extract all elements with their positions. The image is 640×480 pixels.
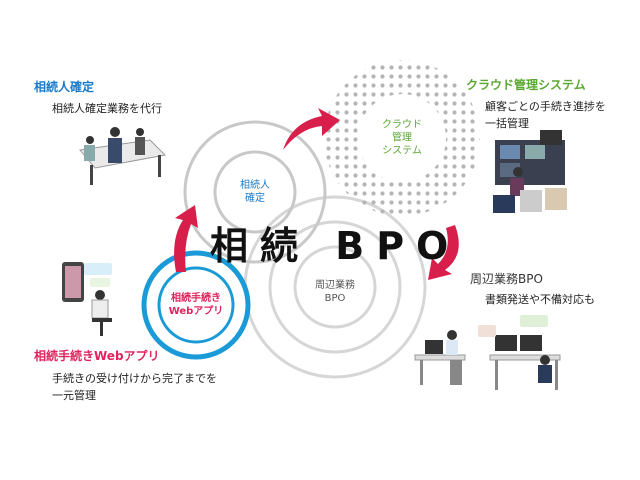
label-line: Webアプリ bbox=[168, 306, 224, 317]
cloud-heading: クラウド管理システム bbox=[466, 78, 586, 92]
label-line: 相続人 bbox=[240, 180, 270, 191]
cloud-dotted-ring bbox=[324, 60, 480, 216]
label-line: 管理 bbox=[392, 132, 412, 144]
label-line: クラウド bbox=[382, 119, 422, 131]
label-line: BPO bbox=[324, 293, 346, 304]
heir-desc: 相続人確定業務を代行 bbox=[52, 102, 162, 115]
webapp-desc-2: 一元管理 bbox=[52, 389, 96, 402]
cloud-desc-1: 顧客ごとの手続き進捗を bbox=[485, 100, 606, 113]
webapp-desc-1: 手続きの受け付けから完了までを bbox=[52, 372, 217, 385]
main-title: 相続 BPO bbox=[210, 224, 461, 268]
label-line: 確定 bbox=[245, 193, 265, 204]
illustration-heir-meeting bbox=[79, 127, 167, 185]
arrow-icon bbox=[283, 108, 340, 150]
arrow-icon bbox=[428, 225, 459, 280]
illustration-webapp-user bbox=[62, 262, 112, 336]
peripheral-rings bbox=[243, 195, 427, 379]
heir-heading: 相続人確定 bbox=[34, 80, 95, 94]
circle-label-webapp: 相続手続き Webアプリ bbox=[169, 292, 224, 318]
circle-label-heir: 相続人確定 bbox=[240, 179, 270, 205]
circle-label-peripheral: 周辺業務 BPO bbox=[315, 279, 355, 305]
peripheral-heading: 周辺業務BPO bbox=[470, 272, 543, 286]
label-line: システム bbox=[382, 145, 422, 157]
webapp-rings bbox=[141, 250, 251, 360]
label-line: 周辺業務 bbox=[315, 280, 355, 291]
webapp-heading: 相続手続きWebアプリ bbox=[34, 349, 160, 363]
cloud-desc-2: 一括管理 bbox=[485, 117, 529, 130]
illustration-peripheral-office bbox=[414, 315, 561, 390]
peripheral-desc: 書類発送や不備対応も bbox=[485, 293, 595, 306]
heir-rings bbox=[183, 120, 327, 264]
label-line: 相続手続き bbox=[171, 293, 221, 304]
arrow-icon bbox=[174, 205, 198, 272]
illustration-cloud-office bbox=[493, 130, 567, 213]
circle-label-cloud: クラウド管理システム bbox=[382, 119, 422, 158]
